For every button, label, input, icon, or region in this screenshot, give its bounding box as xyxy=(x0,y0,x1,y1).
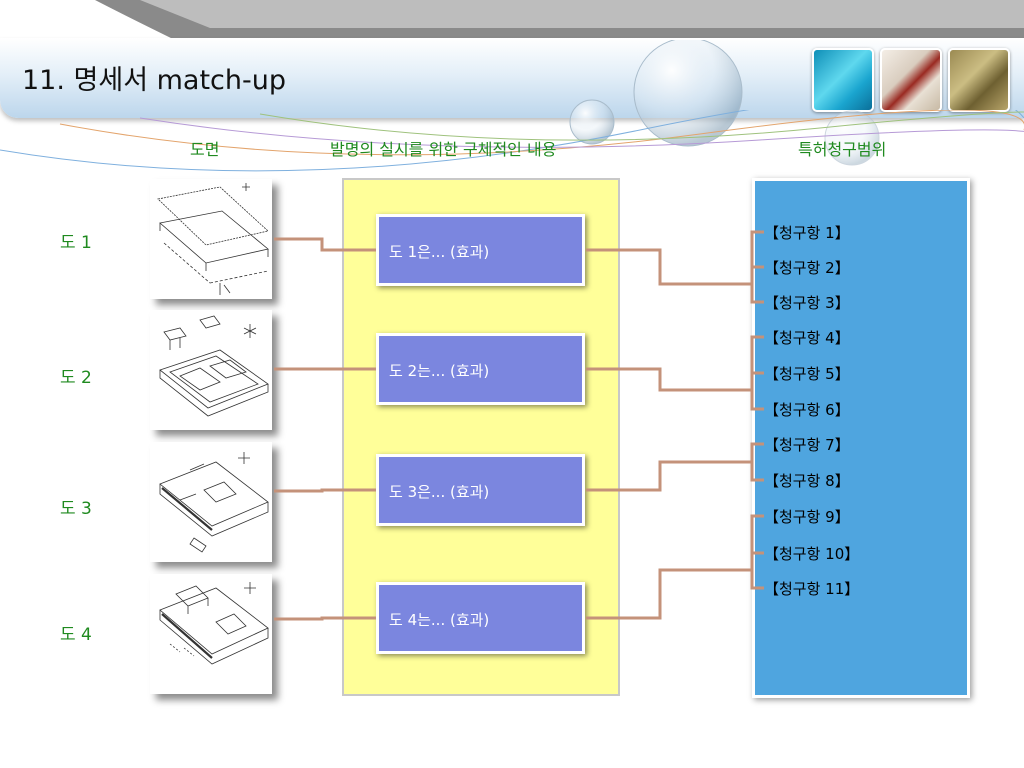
claim-item: 【청구항 11】 xyxy=(764,580,860,598)
claims-panel xyxy=(752,178,970,698)
figure-label: 도 4 xyxy=(60,625,92,645)
texture-thumbnail-image xyxy=(948,48,1010,112)
figure-1-drawing xyxy=(150,179,272,299)
figure-4-effect-box: 도 4는... (효과) xyxy=(376,582,585,654)
figure-3-drawing xyxy=(150,442,272,562)
figure-label: 도 1 xyxy=(60,233,92,253)
claim-item: 【청구항 10】 xyxy=(764,545,860,563)
figure-4-drawing xyxy=(150,574,272,694)
claims-header: 특허청구범위 xyxy=(798,140,887,159)
claim-item: 【청구항 8】 xyxy=(764,472,850,490)
figure-1-effect-box: 도 1은... (효과) xyxy=(376,214,585,286)
figure-label: 도 3 xyxy=(60,499,92,519)
drawings-header: 도면 xyxy=(190,140,220,159)
fabric-thumbnail-image xyxy=(812,48,874,112)
figure-3-effect-box: 도 3은... (효과) xyxy=(376,454,585,526)
claim-item: 【청구항 9】 xyxy=(764,508,850,526)
top-swoosh-decoration xyxy=(95,0,1024,40)
document-thumbnail-image xyxy=(880,48,942,112)
claim-item: 【청구항 4】 xyxy=(764,329,850,347)
figure-label: 도 2 xyxy=(60,368,92,388)
figure-2-effect-box: 도 2는... (효과) xyxy=(376,333,585,405)
slide-title: 11. 명세서 match-up xyxy=(22,65,287,96)
claim-item: 【청구항 1】 xyxy=(764,224,850,242)
bubble-decoration xyxy=(569,40,880,166)
claim-item: 【청구항 2】 xyxy=(764,259,850,277)
claim-item: 【청구항 6】 xyxy=(764,401,850,419)
claim-item: 【청구항 7】 xyxy=(764,436,850,454)
claim-item: 【청구항 5】 xyxy=(764,365,850,383)
claim-item: 【청구항 3】 xyxy=(764,294,850,312)
embodiment-header: 발명의 실시를 위한 구체적인 내용 xyxy=(330,140,557,159)
curve-decoration xyxy=(0,110,1024,172)
figure-2-drawing xyxy=(150,310,272,430)
